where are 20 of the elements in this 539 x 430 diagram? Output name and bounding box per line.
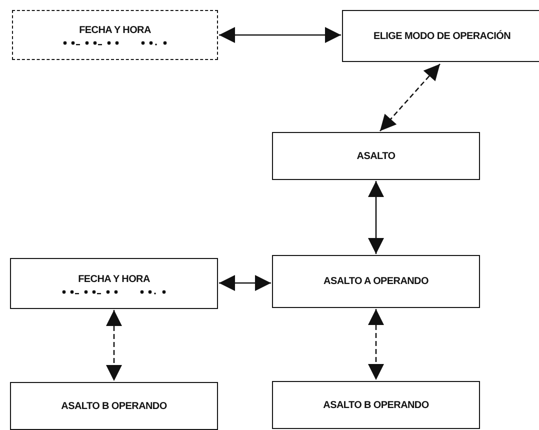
- process-box: [272, 255, 480, 308]
- box-label: ASALTO: [356, 150, 396, 162]
- box-label: ASALTO B OPERANDO: [61, 400, 167, 412]
- process-box: [10, 382, 218, 430]
- double-arrow: [368, 309, 384, 380]
- process-box: [272, 381, 480, 429]
- process-box: [272, 132, 480, 180]
- box-label: ELIGE MODO DE OPERACIÓN: [373, 30, 510, 42]
- double-arrow: [380, 64, 440, 132]
- double-arrow: [219, 27, 341, 43]
- box-label: FECHA Y HORA: [78, 272, 150, 286]
- process-box: [10, 258, 218, 309]
- box-label: ASALTO B OPERANDO: [323, 398, 429, 412]
- double-arrow: [368, 181, 384, 254]
- double-arrow: [219, 275, 271, 291]
- process-box: [342, 10, 539, 62]
- box-label: ASALTO A OPERANDO: [324, 275, 428, 288]
- double-arrow: [106, 310, 122, 381]
- process-box: [12, 10, 218, 60]
- box-label: FECHA Y HORA: [79, 24, 151, 37]
